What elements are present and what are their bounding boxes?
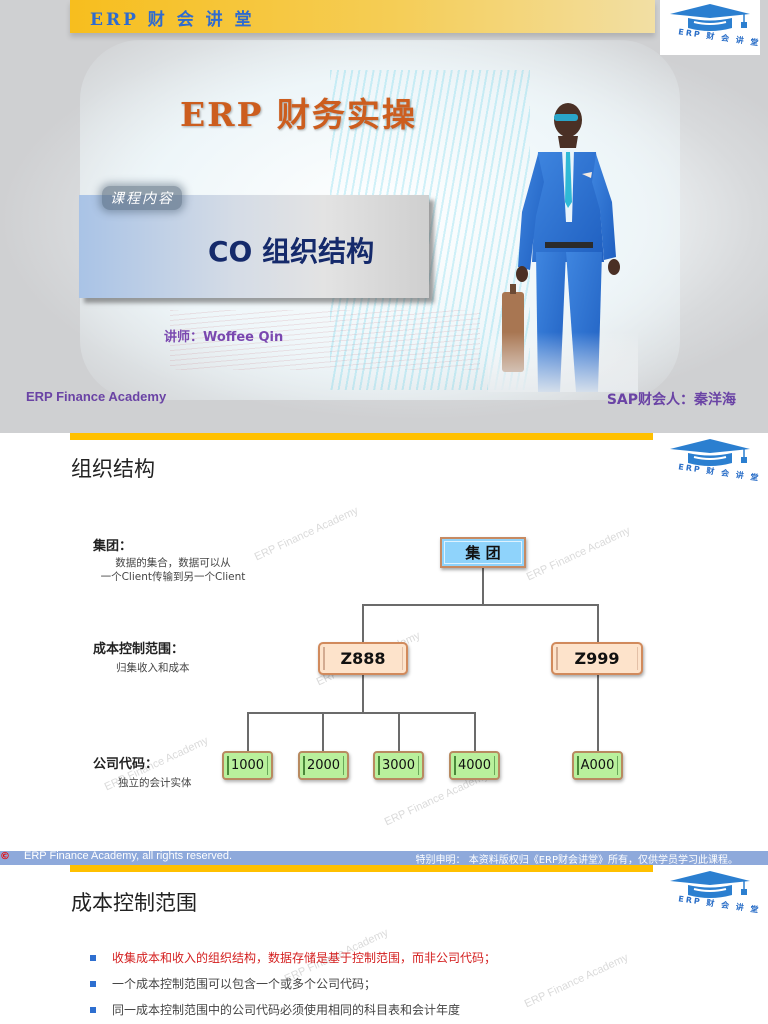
brand-header-text: ERP 财 会 讲 堂 — [90, 10, 255, 30]
graduation-cap-icon — [670, 871, 750, 898]
copyright-marker: © — [0, 851, 10, 862]
node-label: 集 团 — [465, 544, 501, 562]
disclaimer-text: 特别申明： 本资料版权归《ERP财会讲堂》所有，仅供学员学习此课程。 — [415, 855, 738, 866]
connector-line — [597, 604, 599, 644]
course-content-tag: 课程内容 — [102, 186, 182, 210]
company-code-node: 3000 — [373, 751, 424, 780]
label-company-code-heading: 公司代码： — [93, 757, 159, 772]
brand-header-bar: ERP 财 会 讲 堂 — [70, 0, 655, 33]
accent-bar — [70, 433, 653, 440]
connector-line — [362, 604, 364, 644]
bullet-text: 一个成本控制范围可以包含一个或多个公司代码； — [112, 977, 377, 991]
square-bullet-icon — [90, 981, 96, 987]
connector-line — [362, 673, 364, 713]
watermark: ERP Finance Academy — [524, 524, 633, 584]
copyright-footer: © ERP Finance Academy, all rights reserv… — [0, 850, 768, 866]
node-label: Z999 — [574, 649, 620, 668]
node-label: 4000 — [457, 758, 492, 773]
node-label: 2000 — [306, 758, 341, 773]
author-credit: SAP财会人：秦洋海 — [606, 392, 736, 408]
company-code-node: 2000 — [298, 751, 349, 780]
connector-line — [322, 712, 324, 752]
connector-line — [398, 712, 400, 752]
label-controlling-area-description: 归集收入和成本 — [116, 662, 190, 674]
label-group-description: 数据的集合，数据可以从 一个Client传输到另一个Client — [100, 557, 246, 583]
node-label: 3000 — [381, 758, 416, 773]
controlling-area-node: Z999 — [551, 642, 643, 675]
connector-line — [482, 567, 484, 605]
controlling-area-slide: 成本控制范围 ERP 财 会 讲 堂 ERP Finance Academy E… — [0, 865, 768, 1024]
bullet-list: 收集成本和收入的组织结构，数据存储是基于控制范围，而非公司代码； 一个成本控制范… — [90, 945, 496, 1023]
org-structure-slide: 组织结构 ERP 财 会 讲 堂 ERP Finance Academy ERP… — [0, 433, 768, 851]
cover-slide: ERP 财 会 讲 堂 ERP 财 会 讲 堂 ERP 财务实操 课程内容 CO… — [0, 0, 768, 433]
node-label: A000 — [580, 758, 615, 773]
bullet-item: 收集成本和收入的组织结构，数据存储是基于控制范围，而非公司代码； — [90, 945, 496, 971]
company-code-node: A000 — [572, 751, 623, 780]
accent-bar — [70, 865, 653, 872]
bullet-text: 收集成本和收入的组织结构，数据存储是基于控制范围，而非公司代码； — [112, 951, 497, 965]
watermark: ERP Finance Academy — [252, 504, 361, 564]
lecturer-name: 讲师：Woffee Qin — [164, 330, 284, 345]
connector-line — [474, 712, 476, 752]
graduation-cap-icon — [670, 439, 750, 466]
connector-line — [362, 604, 598, 606]
node-label: 1000 — [230, 758, 265, 773]
label-controlling-area-heading: 成本控制范围： — [93, 642, 185, 657]
graduation-cap-icon — [670, 4, 750, 31]
bullet-item: 同一成本控制范围中的公司代码必须使用相同的科目表和会计年度 — [90, 997, 496, 1023]
bullet-item: 一个成本控制范围可以包含一个或多个公司代码； — [90, 971, 496, 997]
academy-name: ERP Finance Academy — [26, 389, 167, 404]
floor-lines-decoration — [170, 310, 480, 370]
node-label: Z888 — [340, 649, 386, 668]
label-company-code-description: 独立的会计实体 — [118, 777, 192, 789]
academy-logo: ERP 财 会 讲 堂 — [660, 435, 761, 490]
label-group-heading: 集团： — [93, 539, 133, 554]
academy-logo: ERP 财 会 讲 堂 — [660, 867, 761, 922]
academy-logo: ERP 财 会 讲 堂 — [660, 0, 761, 55]
controlling-area-node: Z888 — [318, 642, 408, 675]
lesson-title: CO 组织结构 — [208, 235, 375, 268]
bullet-text: 同一成本控制范围中的公司代码必须使用相同的科目表和会计年度 — [112, 1003, 461, 1017]
slide-title: 成本控制范围 — [71, 891, 197, 915]
watermark: ERP Finance Academy — [522, 951, 631, 1011]
group-node: 集 团 — [440, 537, 526, 568]
company-code-node: 1000 — [222, 751, 273, 780]
businessman-photo — [488, 92, 638, 392]
connector-line — [597, 673, 599, 753]
connector-line — [247, 712, 475, 714]
copyright-text: ERP Finance Academy, all rights reserved… — [24, 850, 233, 862]
slide-title: 组织结构 — [71, 457, 155, 481]
company-code-node: 4000 — [449, 751, 500, 780]
course-title: ERP 财务实操 — [180, 95, 417, 134]
square-bullet-icon — [90, 955, 96, 961]
square-bullet-icon — [90, 1007, 96, 1013]
subtitle-panel — [79, 195, 429, 298]
connector-line — [247, 712, 249, 752]
